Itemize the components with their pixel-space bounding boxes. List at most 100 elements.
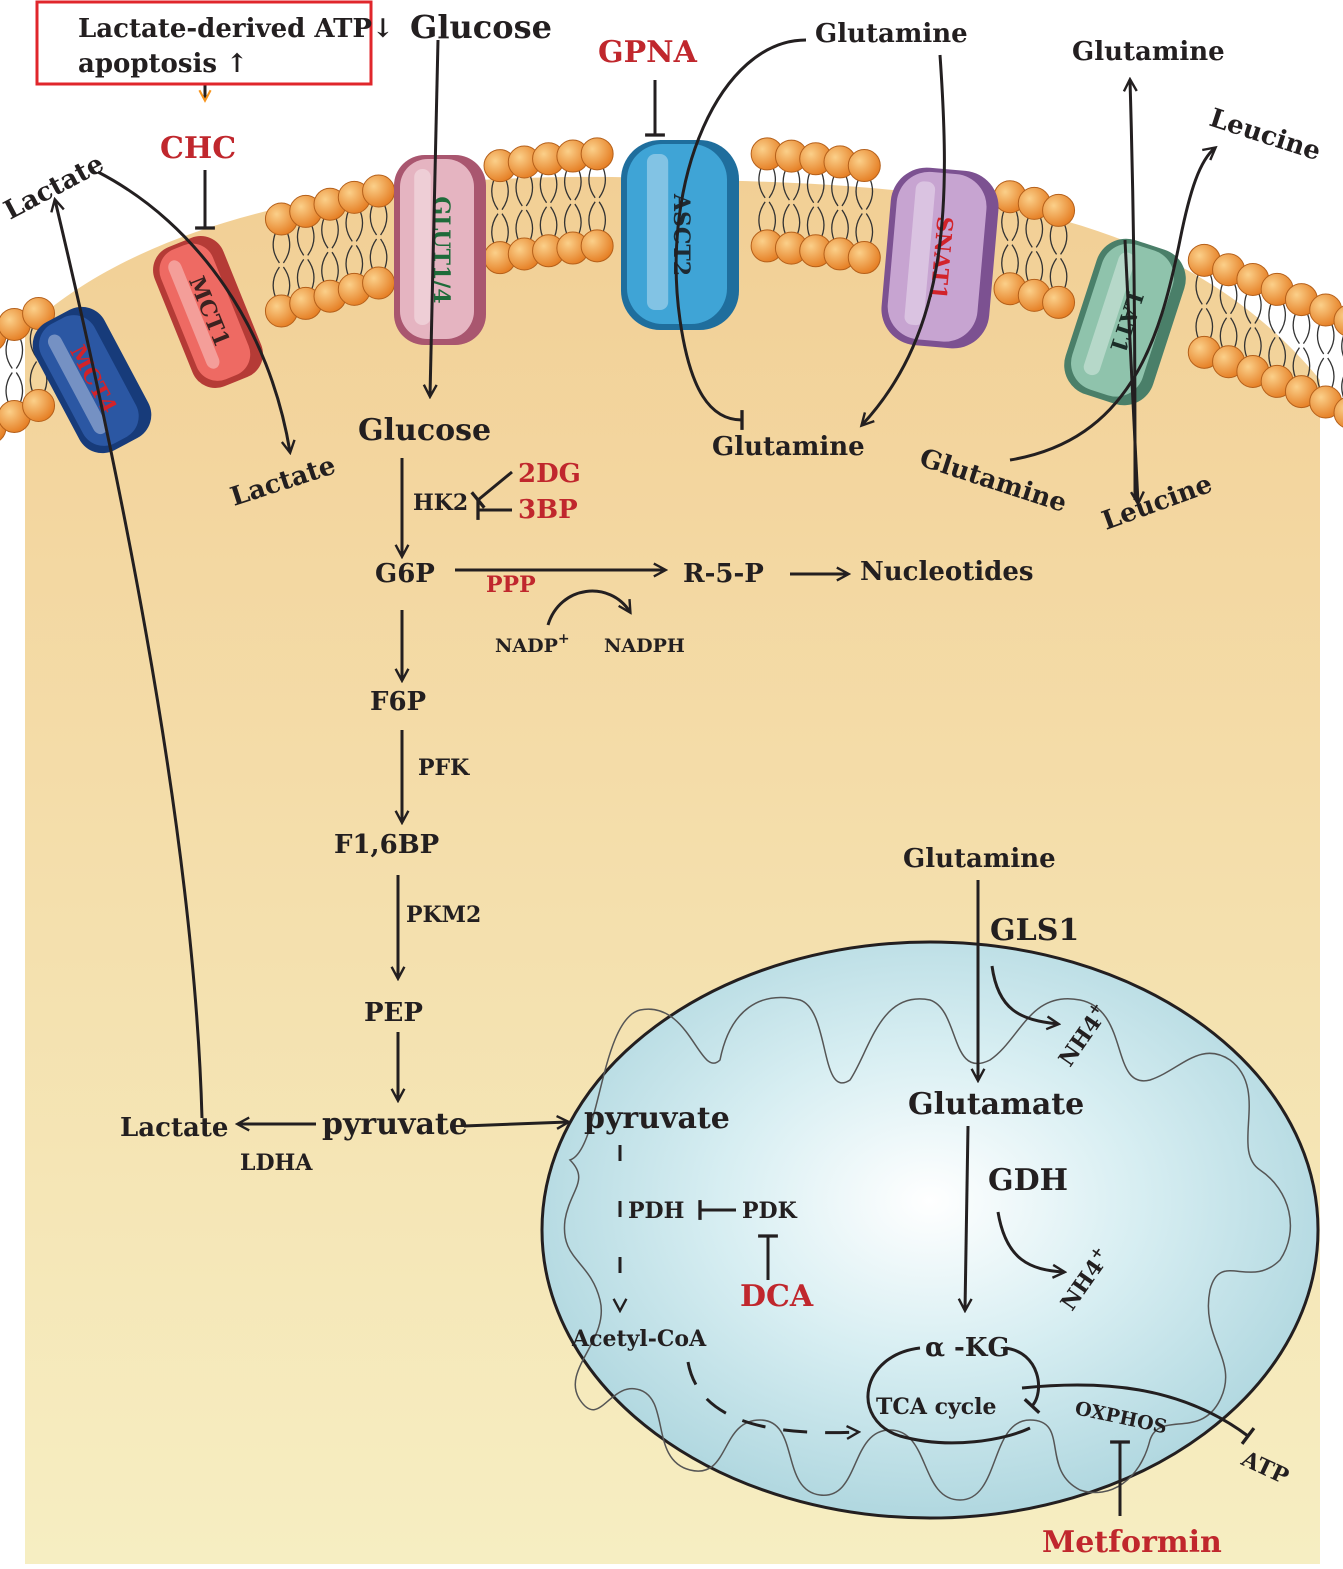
asct2-transporter-highlight <box>646 154 669 310</box>
lipid-tail <box>491 213 509 244</box>
lipid-head-inner <box>580 229 614 263</box>
lipid-tail <box>1001 244 1019 275</box>
lipid-tail <box>588 201 607 233</box>
nadp-superscript: + <box>558 631 570 647</box>
asct2-transporter: ASCT2 <box>621 140 739 330</box>
acetyl-coa-label: Acetyl-CoA <box>571 1326 707 1352</box>
lipid-head-outer <box>580 137 614 171</box>
lipid-tail <box>296 259 315 290</box>
lipid-tail <box>369 204 388 236</box>
lipid-tail <box>831 209 849 241</box>
mct4-transporter: MCT4 <box>32 306 152 454</box>
lipid-tail <box>563 169 582 201</box>
gls1-label: GLS1 <box>990 913 1079 948</box>
lipid-tail <box>782 169 801 201</box>
glutamate-label: Glutamate <box>908 1087 1084 1122</box>
mct1-transporter-body <box>159 243 251 381</box>
metformin-label: Metformin <box>1042 1525 1222 1560</box>
lipid-head-inner <box>1333 397 1343 428</box>
glut-transporter: GLUT1/4 <box>394 155 486 345</box>
lactate-cyto-label: Lactate <box>120 1113 228 1143</box>
pdk-label: PDK <box>742 1198 798 1224</box>
lipid-head-outer <box>1333 305 1343 336</box>
lipid-tail <box>1341 376 1343 398</box>
lipid-tail <box>491 179 509 211</box>
glucose-in-label: Glucose <box>358 413 491 448</box>
lactate-import-arrow <box>97 170 290 452</box>
pyruvate-mito-label: pyruvate <box>584 1101 730 1136</box>
tca-cycle-loop-upper <box>1004 1346 1041 1414</box>
tca-cycle-label: TCA cycle <box>876 1394 997 1420</box>
glutamine-mito-label: Glutamine <box>903 844 1056 874</box>
pyruvate-label: pyruvate <box>322 1107 468 1142</box>
lipid-tail <box>1268 337 1287 368</box>
lipid-tail <box>758 201 777 233</box>
lipid-tail <box>321 251 339 283</box>
cell-membrane <box>0 137 1343 441</box>
lipid-tail <box>1195 274 1214 305</box>
lipid-tail <box>855 179 874 210</box>
lipid-tail <box>855 213 874 244</box>
pfk-label: PFK <box>418 755 470 781</box>
lipid-tail <box>369 238 388 270</box>
lat1-transporter-body <box>1071 243 1174 397</box>
nadph-label: NADPH <box>604 635 685 657</box>
mct4-transporter-body <box>39 315 139 446</box>
lipid-tail <box>5 338 24 369</box>
lipid-head-outer <box>847 149 881 183</box>
nadp-to-nadph <box>546 589 630 626</box>
pep-label: PEP <box>364 998 423 1028</box>
lipid-tail <box>1001 210 1019 242</box>
lipid-tail <box>1292 347 1311 378</box>
lipid-tail <box>1316 357 1335 389</box>
gpna-label: GPNA <box>598 35 698 70</box>
lactate-out-label: Lactate <box>0 149 109 226</box>
lipid-tail <box>1025 217 1044 248</box>
lipid-tail <box>758 167 777 199</box>
mitochondrion-cristae <box>563 996 1292 1501</box>
chc-label: CHC <box>160 131 236 166</box>
glutamine-asct2-in <box>674 38 807 430</box>
glutamine-lat1-out <box>1009 148 1215 462</box>
glutamine-out-label-2: Glutamine <box>1072 37 1225 67</box>
lipid-tail <box>1049 258 1068 289</box>
lipid-tail <box>1316 323 1335 355</box>
snat1-transporter: SNAT1 <box>881 167 999 349</box>
lipid-tail <box>1195 307 1214 339</box>
lipid-tail <box>1292 313 1311 344</box>
lipid-head-inner <box>847 241 881 275</box>
effect-box <box>35 0 373 86</box>
lipid-tail <box>1049 224 1068 255</box>
lipid-tail <box>806 172 825 204</box>
lipid-tail <box>1219 283 1238 315</box>
lipid-tail <box>345 211 364 242</box>
lipid-tail <box>588 167 607 199</box>
lipid-tail <box>5 372 24 403</box>
mct1-transporter: MCT1 <box>153 236 263 388</box>
mct4-transporter-highlight <box>47 334 108 435</box>
lipid-head-outer <box>1042 193 1076 227</box>
gls1-nh4-release <box>990 965 1058 1024</box>
pathway-arrows <box>55 38 1256 1516</box>
gdh-label: GDH <box>988 1163 1068 1198</box>
glut-transporter-body <box>400 159 474 339</box>
pyruvate-to-mito <box>463 1122 568 1126</box>
g6p-label: G6P <box>375 559 435 589</box>
lipid-head-inner <box>1042 285 1076 319</box>
r5p-label: R-5-P <box>683 559 764 589</box>
glutamine-out-label-1: Glutamine <box>815 19 968 49</box>
glutamine-in-label: Glutamine <box>712 432 865 462</box>
lat1-transporter-highlight <box>1083 252 1135 376</box>
glut-transporter-highlight <box>414 169 431 325</box>
lipid-tail <box>272 266 291 298</box>
lipid-tail <box>1025 250 1044 282</box>
acetylcoa-to-tca <box>686 1361 858 1433</box>
nadp-text: NADP <box>495 635 558 657</box>
lipid-tail <box>272 232 291 264</box>
lipid-tail <box>296 225 315 256</box>
lipid-tail <box>806 206 825 238</box>
mitochondrion <box>540 940 1320 1520</box>
lipid-tail <box>1243 327 1262 358</box>
